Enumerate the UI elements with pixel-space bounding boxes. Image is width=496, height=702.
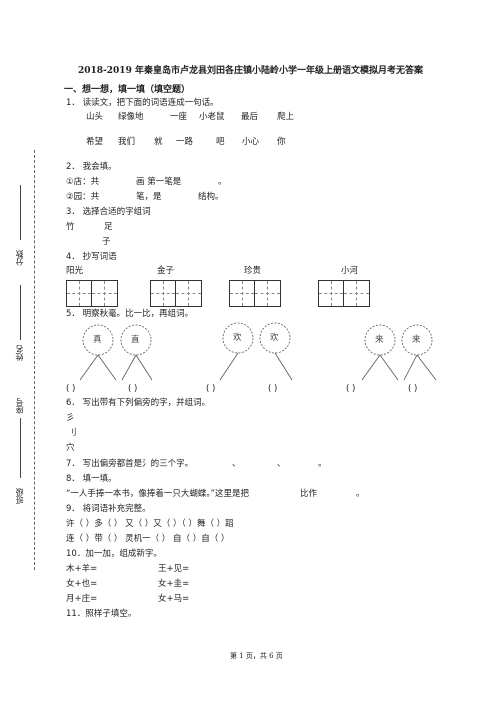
q5-diagram	[79, 322, 437, 381]
q1-word: 爬上	[277, 112, 295, 122]
side-label-id: 座号	[15, 398, 24, 414]
q8-text: “一人手捧一本书，像捧着一只大蝴蝶。”这里是把	[66, 489, 250, 499]
q4-word: 小河	[341, 266, 359, 276]
q8-mid: 比作	[300, 489, 318, 499]
q5-char: 欢	[270, 333, 279, 343]
writing-grid[interactable]	[318, 280, 370, 307]
section-heading-1: 一、想一想，填一填（填空题）	[64, 85, 191, 95]
q6-stem: 6． 写出带有下列偏旁的字，并组词。	[66, 398, 211, 408]
side-id-line	[20, 418, 21, 478]
q3-line1a: 竹	[66, 222, 75, 232]
q2-line1b: 画 第一笔是	[136, 177, 182, 187]
writing-grid[interactable]	[66, 280, 118, 307]
q6-radical: 彡	[66, 413, 75, 423]
q5-char: 真	[93, 335, 102, 345]
grid-cell[interactable]	[67, 281, 92, 306]
q10-item: 月+庄=	[66, 594, 98, 604]
grid-cell[interactable]	[92, 281, 117, 306]
q1-word: 希望	[86, 137, 104, 147]
q5-blank[interactable]: ( )	[346, 384, 356, 394]
q4-stem: 4． 抄写词语	[66, 252, 117, 262]
writing-grid[interactable]	[150, 280, 202, 307]
q4-word: 金子	[157, 266, 175, 276]
q9-line: 连（ ）带（ ） 灵机一（ ） 自（ ）自（ ）	[66, 534, 230, 544]
q9-line: 许（ ）多（ ） 又（ ）又（ ）（ ）舞（ ）蹈	[66, 519, 234, 529]
grid-cell[interactable]	[344, 281, 369, 306]
q5-blank[interactable]: ( )	[408, 384, 418, 394]
q5-blank[interactable]: ( )	[268, 384, 278, 394]
q2-line2c: 结构。	[198, 192, 224, 202]
q2-stem: 2． 我会填。	[66, 162, 117, 172]
q1-word: 吧	[216, 137, 225, 147]
q3-line1b: 足	[104, 222, 113, 232]
q3-stem: 3． 选择合适的字组词	[66, 207, 151, 217]
q7-end: 。	[318, 459, 327, 469]
grid-cell[interactable]	[151, 281, 176, 306]
q7-stem: 7． 写出偏旁都首是氵的三个字。	[66, 459, 194, 469]
q4-word: 阳光	[66, 266, 84, 276]
q1-word: 山头	[86, 112, 104, 122]
q4-word: 珍贵	[244, 266, 262, 276]
grid-cell[interactable]	[176, 281, 201, 306]
grid-cell[interactable]	[230, 281, 255, 306]
q7-sep: 、	[232, 459, 241, 469]
q7-sep: 、	[277, 459, 286, 469]
q1-word: 最后	[241, 112, 259, 122]
q9-stem: 9． 将词语补充完整。	[66, 504, 151, 514]
q5-blank[interactable]: ( )	[66, 384, 76, 394]
q5-char: 来	[412, 335, 421, 345]
q1-word: 一路	[176, 137, 194, 147]
q6-radical: 刂	[68, 428, 77, 438]
flower-shape	[82, 322, 433, 356]
q1-word: 绿像地	[118, 112, 144, 122]
q5-char: 来	[375, 335, 384, 345]
q8-stem: 8． 填一填。	[66, 474, 117, 484]
connector-lines	[79, 352, 437, 381]
grid-cell[interactable]	[319, 281, 344, 306]
q2-line1a: ①店：共	[66, 177, 100, 187]
q10-item: 木+羊=	[66, 564, 98, 574]
q5-stem: 5． 明察秋毫。比一比，再组词。	[66, 309, 194, 319]
page-footer: 第 1 页，共 6 页	[230, 652, 283, 660]
q2-line2a: ②园：共	[66, 192, 100, 202]
q5-blank[interactable]: ( )	[128, 384, 138, 394]
q1-word: 就	[154, 137, 163, 147]
q10-item: 女+圭=	[158, 579, 190, 589]
q6-radical: 穴	[66, 443, 75, 453]
q2-line2b: 笔，是	[136, 192, 162, 202]
q10-item: 女+马=	[158, 594, 190, 604]
q10-stem: 10．加一加，组成新字。	[66, 549, 162, 559]
q3-line2: 子	[102, 237, 111, 247]
q1-word: 我们	[118, 137, 136, 147]
side-score-line	[20, 185, 21, 240]
side-label-name: 姓名	[15, 345, 24, 361]
q5-blank[interactable]: ( )	[206, 384, 216, 394]
q10-item: 女+也=	[66, 579, 98, 589]
page-title: 2018-2019 年秦皇岛市卢龙县刘田各庄镇小陆岭小学一年级上册语文模拟月考无…	[78, 66, 423, 76]
q8-end: 。	[356, 489, 365, 499]
side-name-line	[20, 285, 21, 340]
q1-word: 小老鼠	[199, 112, 225, 122]
binding-line	[34, 150, 35, 570]
q2-line1c: 。	[218, 177, 227, 187]
q5-char: 直	[131, 335, 140, 345]
q1-word: 你	[277, 137, 286, 147]
grid-cell[interactable]	[255, 281, 280, 306]
q1-stem: 1． 读读文，把下面的词语连成一句话。	[66, 98, 219, 108]
q1-word: 小心	[242, 137, 260, 147]
side-label-class: 班级	[15, 488, 24, 504]
q1-word: 一座	[170, 112, 188, 122]
q5-char: 欢	[233, 333, 242, 343]
writing-grid[interactable]	[229, 280, 281, 307]
q10-item: 王+见=	[158, 564, 190, 574]
q11-stem: 11．照样子填空。	[66, 609, 137, 619]
side-label-score: 分数	[15, 250, 24, 266]
